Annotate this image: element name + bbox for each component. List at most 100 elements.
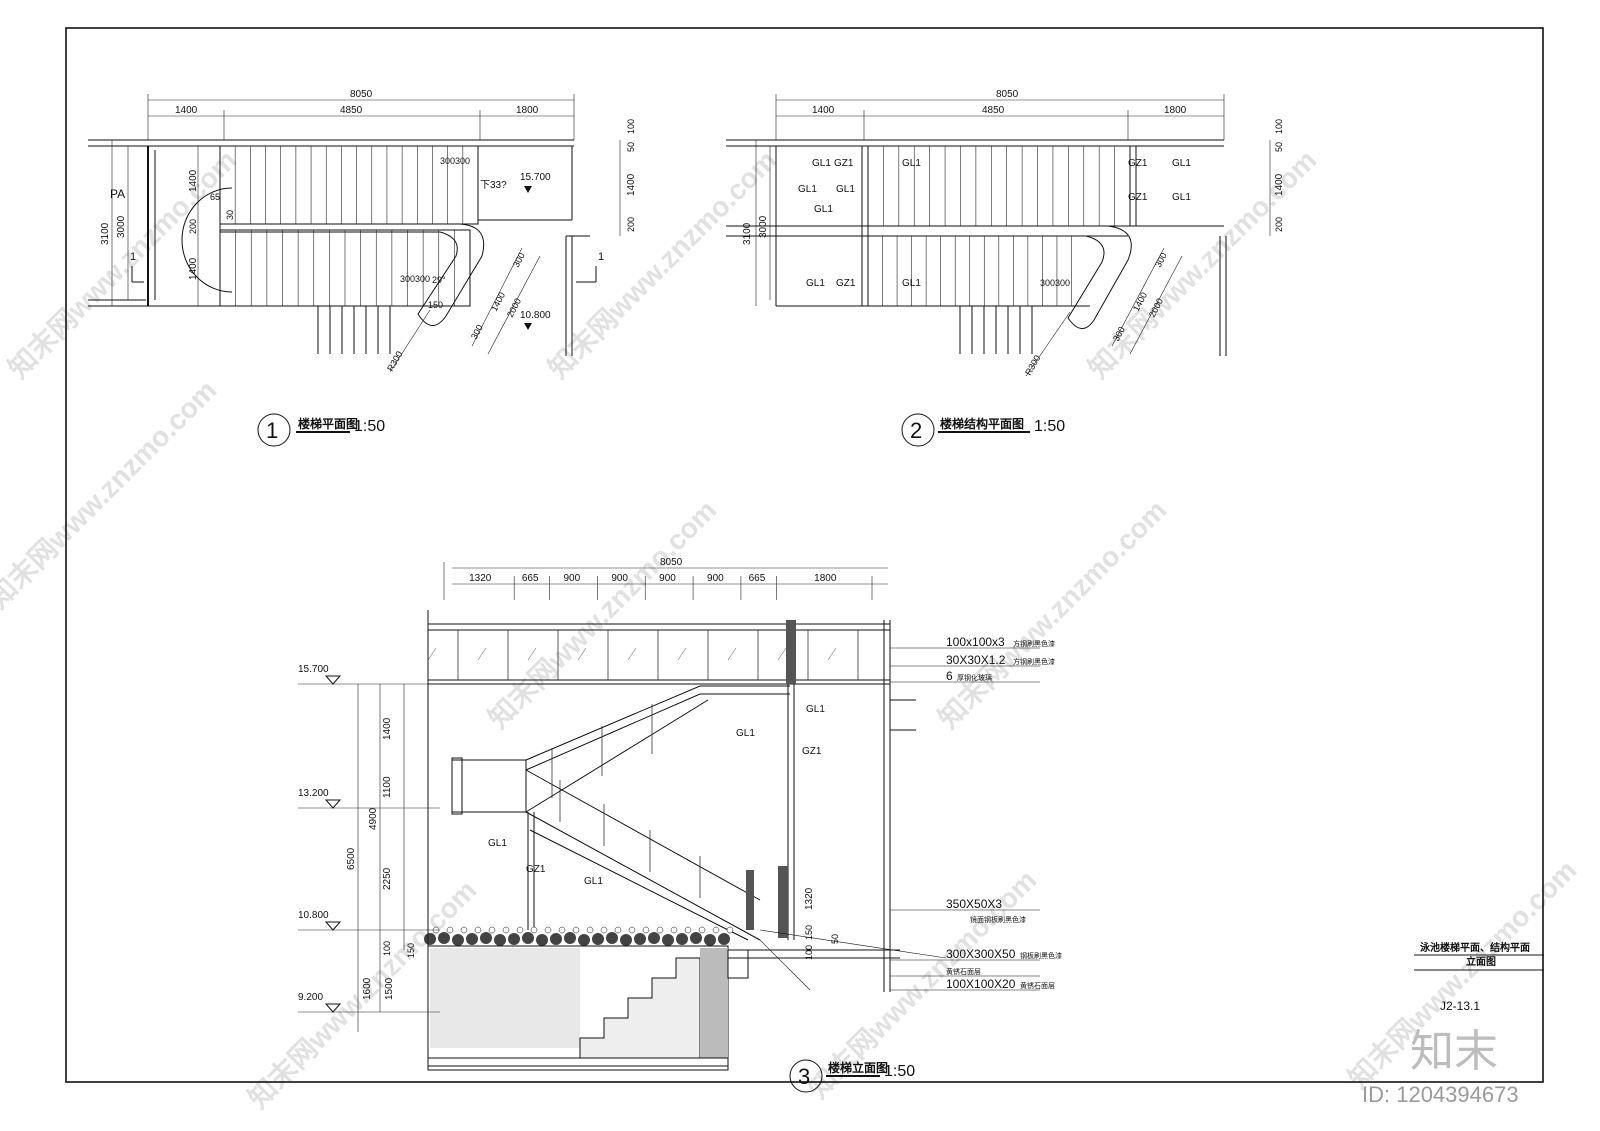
dim-left: 3000 [758, 215, 769, 238]
label-radius: R300 [385, 349, 404, 373]
dim-small: 150 [406, 943, 416, 958]
level-marker: 13.200 [298, 788, 329, 799]
dim-left: 3100 [100, 222, 111, 245]
callout-note: 钢板刷黑色漆 [1020, 951, 1062, 960]
dim-left-mid: 4900 [368, 807, 379, 830]
dim-left: 1400 [188, 169, 199, 192]
dim-segment: 900 [659, 573, 676, 584]
level-bottom: 10.800 [520, 310, 551, 321]
label-gl1: GL1 [1172, 158, 1191, 169]
label-gl1: GL1 [812, 158, 831, 169]
drawing-number-circle [257, 413, 291, 447]
callout-note: 方钢刷黑色漆 [1013, 639, 1055, 648]
watermark-text: 知末网www.znzmo.com [482, 493, 723, 734]
dim-small: 150 [804, 925, 814, 940]
sheet-title: 泳池楼梯平面、结构平面 [1420, 941, 1530, 954]
sheet-title-2: 立面图 [1466, 955, 1496, 968]
label-gl1: GL1 [806, 704, 825, 715]
dim-left-outer: 6500 [346, 847, 357, 870]
level-marker: 15.700 [298, 664, 329, 675]
dim-small: 100 [804, 945, 814, 960]
drawing-number-circle [901, 413, 935, 447]
label-gl1: GL1 [902, 158, 921, 169]
lower-flight [219, 229, 471, 307]
label-pa: PA [110, 187, 125, 201]
label-gl1: GL1 [1172, 192, 1191, 203]
dim-right: 1400 [1274, 173, 1285, 196]
label-treads: 300300 [440, 156, 470, 166]
dim-left: 1400 [188, 257, 199, 280]
dim-small: 50 [830, 934, 840, 944]
drawing-title: 楼梯结构平面图 [940, 416, 1024, 431]
label-radius: R300 [1023, 353, 1042, 377]
drawing-title: 楼梯平面图 [298, 416, 358, 431]
level-marker: 10.800 [298, 910, 329, 921]
dim-right: 1400 [626, 173, 637, 196]
watermark-text: 知末网www.znzmo.com [2, 143, 243, 384]
dim-left-mid: 1500 [384, 977, 395, 1000]
drawing-scale: 1:50 [884, 1063, 915, 1080]
dim-left: 3000 [116, 215, 127, 238]
watermark-text: 知末网www.znzmo.com [0, 373, 222, 614]
stair-plan-1: 8050 1400 4850 1800 [88, 89, 637, 447]
callout-note: 方钢刷黑色漆 [1013, 657, 1055, 666]
dim-right: 100 [626, 119, 636, 134]
logo: 知末 [1410, 1027, 1498, 1076]
dim-segment: 900 [611, 573, 628, 584]
label-gl1: GL1 [806, 278, 825, 289]
dim-right: 200 [626, 217, 636, 232]
dim-left-inner: 1400 [382, 717, 393, 740]
dim-left-inner: 100 [382, 941, 392, 956]
dim-segment: 1320 [469, 573, 492, 584]
dim-overall: 8050 [350, 89, 373, 100]
label-down: 下33? [480, 180, 507, 191]
label-gz1: GZ1 [1128, 158, 1148, 169]
title-block: 泳池楼梯平面、结构平面 立面图 J2-13.1 知末 ID: 120439467… [1362, 941, 1544, 1107]
label-gl1: GL1 [836, 184, 855, 195]
sheet-border [65, 27, 1544, 1083]
drawing-number: 3 [798, 1064, 810, 1089]
callout-size: 100X100X20 [946, 977, 1016, 991]
drawing-number-circle [789, 1059, 823, 1093]
dim-segment: 1400 [175, 105, 198, 116]
dim-segment: 1800 [1164, 105, 1187, 116]
callout-size: 350X50X3 [946, 897, 1002, 911]
label-treads: 300300 [400, 274, 430, 284]
label-width: 150 [428, 300, 443, 310]
callout-note: 黄锈石面层 [946, 967, 981, 976]
dim-right: 50 [1274, 142, 1284, 152]
label-treads: 300300 [1040, 278, 1070, 288]
callout-note: 黄锈石面层 [1020, 981, 1055, 990]
drawing-number-code: J2-13.1 [1440, 999, 1480, 1013]
drawing-scale: 1:50 [1034, 418, 1065, 435]
dim-segment: 665 [749, 573, 766, 584]
label-gl1: GL1 [798, 184, 817, 195]
dim-right: 200 [1274, 217, 1284, 232]
label-gl1: GL1 [584, 876, 603, 887]
drawing-number: 1 [266, 418, 278, 443]
dim-segment: 665 [522, 573, 539, 584]
dim-segment: 4850 [340, 105, 363, 116]
dim-left-inner: 1100 [382, 776, 393, 798]
watermark-text: 知末网www.znzmo.com [1082, 143, 1323, 384]
dim-segment: 4850 [982, 105, 1005, 116]
label-gz1: GZ1 [1128, 192, 1148, 203]
dim-segment: 1800 [516, 105, 539, 116]
label-angle: 29° [432, 275, 446, 285]
dim-left: 3100 [742, 222, 753, 245]
dim-overall: 8050 [996, 89, 1019, 100]
dim-right: 100 [1274, 119, 1284, 134]
callout-note: 厚钢化玻璃 [957, 673, 992, 682]
drawing-title: 楼梯立面图 [828, 1060, 888, 1075]
callout-size: 30X30X1.2 [946, 653, 1006, 667]
drawing-scale: 1:50 [354, 418, 385, 435]
label-gz1: GZ1 [836, 278, 856, 289]
dim-diag: 300 [511, 251, 527, 269]
level-top: 15.700 [520, 172, 551, 183]
image-id: ID: 1204394673 [1362, 1082, 1519, 1107]
label-gl1: GL1 [814, 204, 833, 215]
watermark-text: 知末网www.znzmo.com [932, 493, 1173, 734]
label-gz1: GZ1 [526, 864, 546, 875]
